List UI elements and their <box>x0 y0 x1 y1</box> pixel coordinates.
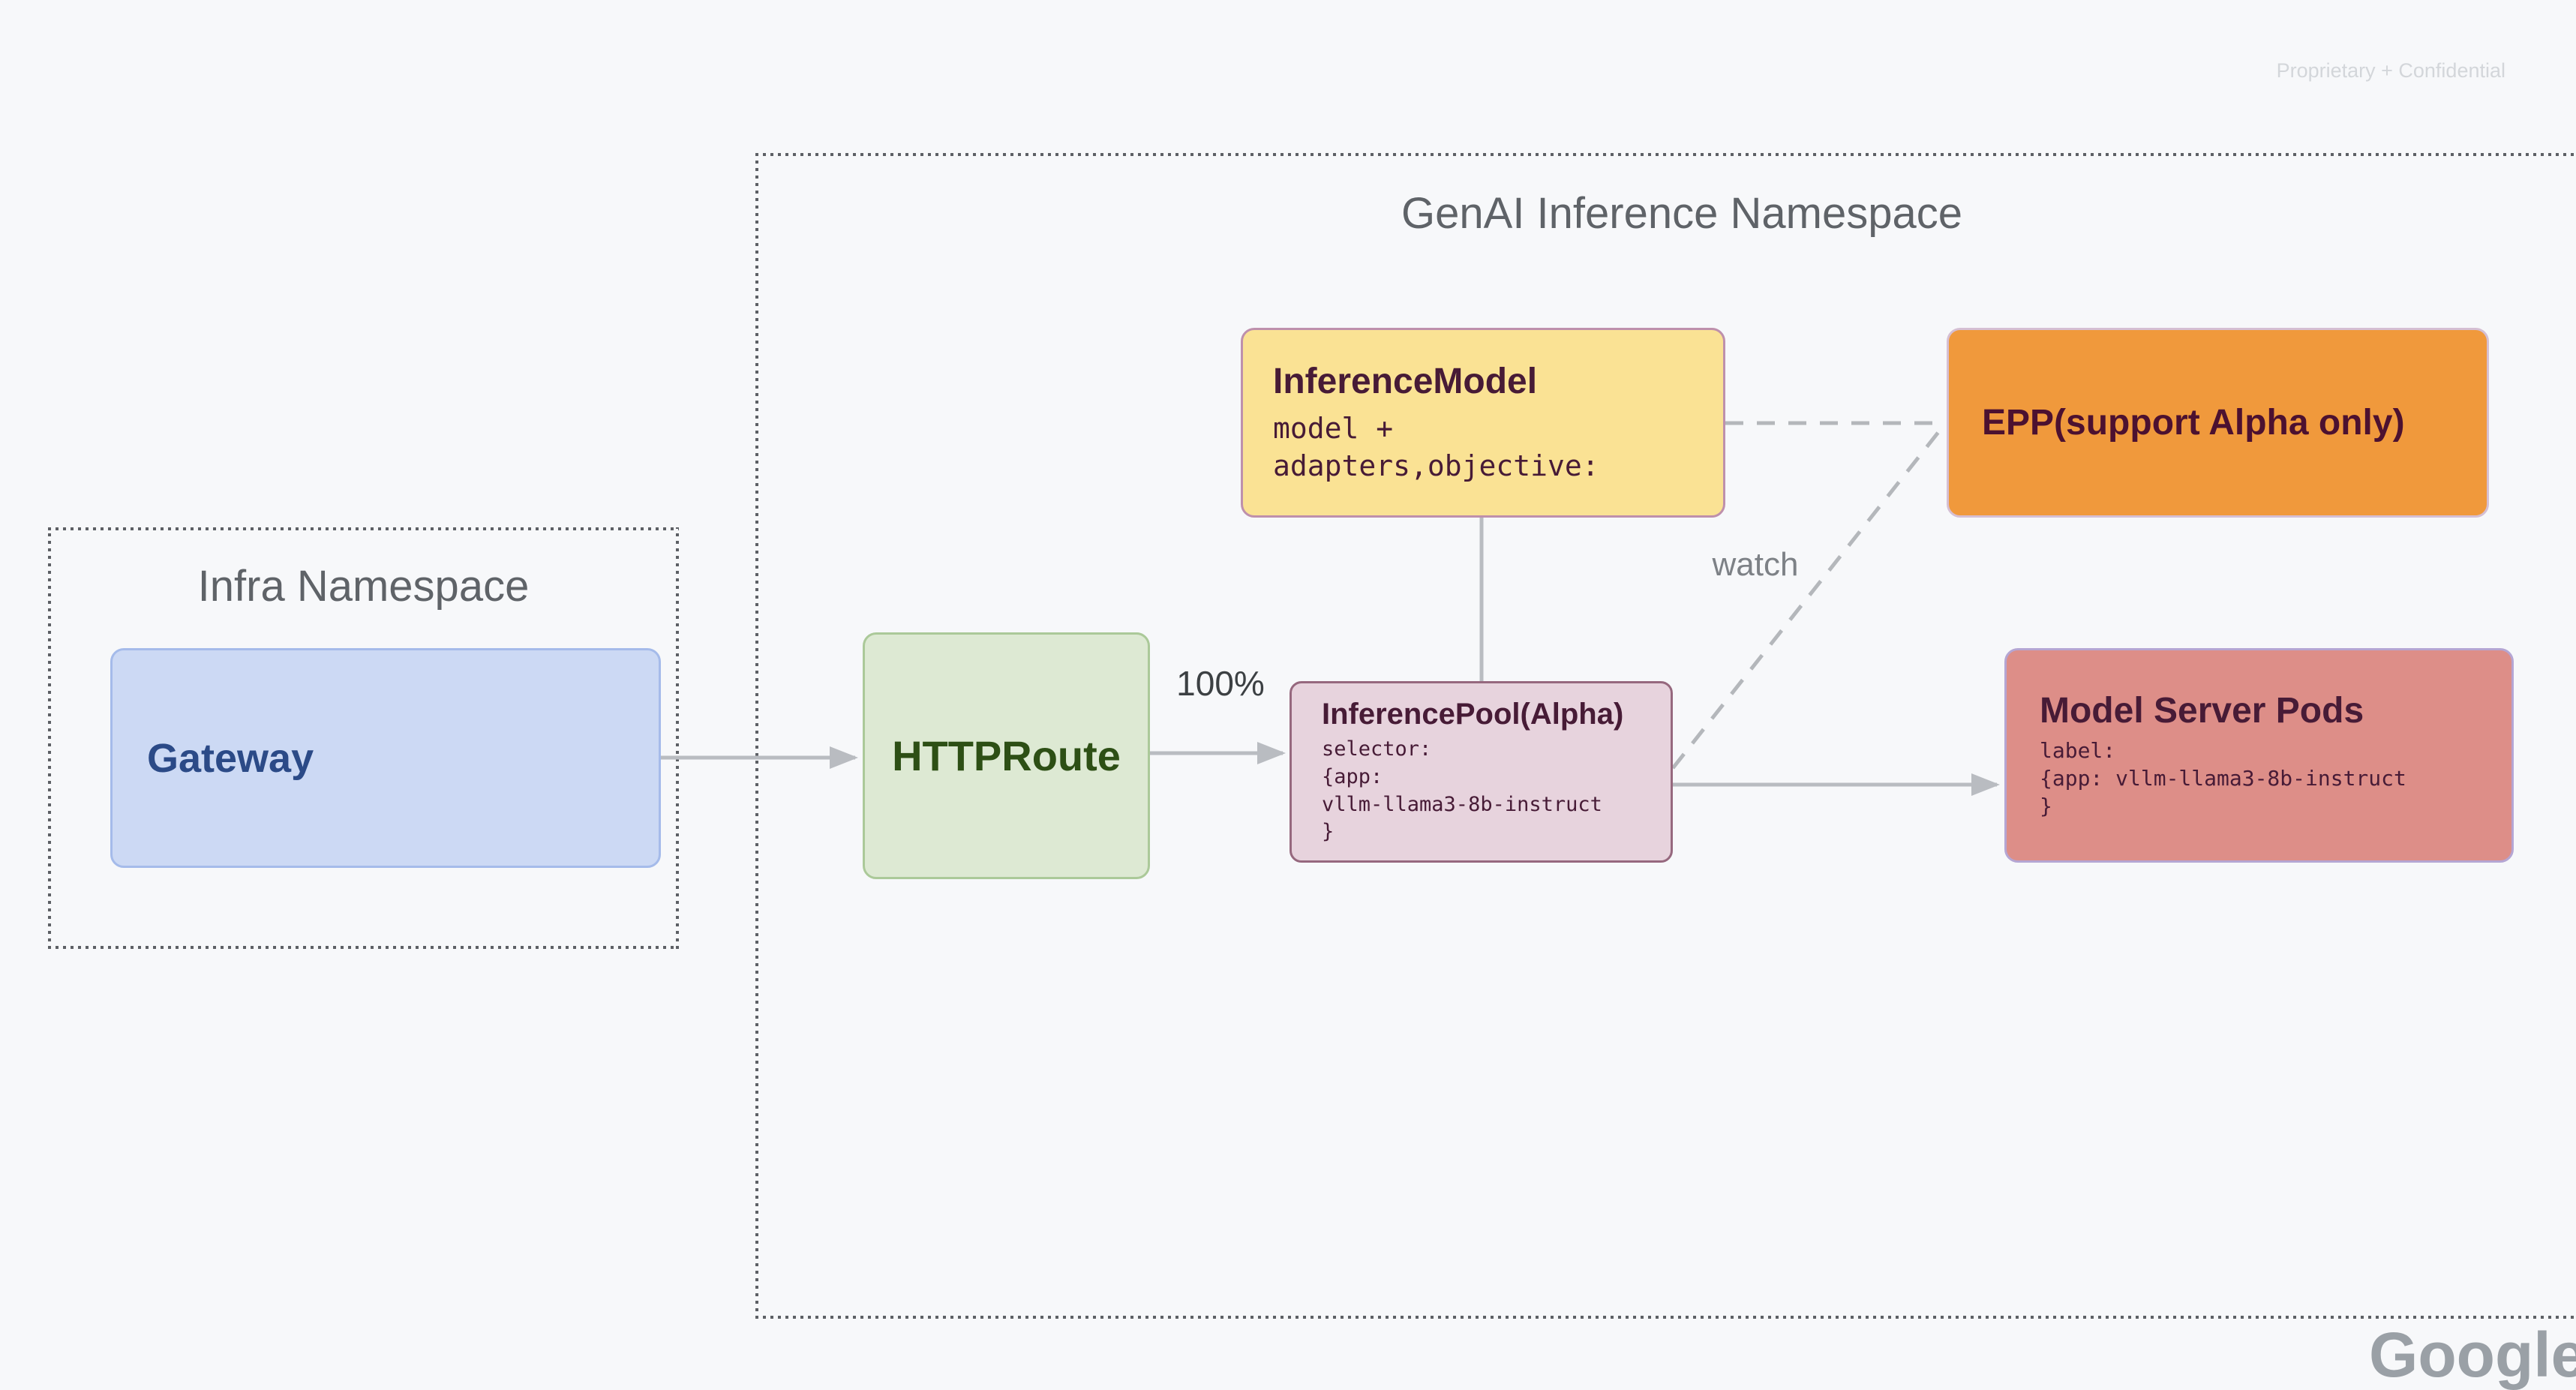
google-logo-partial: Google <box>2369 1319 2576 1390</box>
inference-pool-selector: selector: {app: vllm-llama3-8b-instruct … <box>1322 737 1602 844</box>
infra-namespace-title: Infra Namespace <box>197 562 530 611</box>
inference-pool-node: InferencePool(Alpha) selector: {app: vll… <box>1290 681 1673 863</box>
slide-canvas: { "page": { "watermark": "Proprietary + … <box>48 59 2576 1386</box>
httproute-label: HTTPRoute <box>892 732 1121 779</box>
model-server-pods-label-spec: label: {app: vllm-llama3-8b-instruct } <box>2040 738 2406 818</box>
watch-label: watch <box>1712 546 1799 583</box>
model-server-pods-node: Model Server Pods label: {app: vllm-llam… <box>2004 648 2514 863</box>
epp-title: EPP(support Alpha only) <box>1982 403 2405 443</box>
inference-model-spec: model + adapters,objective: <box>1273 411 1599 482</box>
traffic-weight-label: 100% <box>1176 664 1265 703</box>
genai-namespace-title: GenAI Inference Namespace <box>1401 189 1962 238</box>
inference-model-node: InferenceModel model + adapters,objectiv… <box>1241 328 1725 518</box>
confidential-watermark: Proprietary + Confidential <box>2276 59 2505 82</box>
epp-node: EPP(support Alpha only) <box>1947 328 2489 518</box>
httproute-node: HTTPRoute <box>863 632 1150 879</box>
inference-pool-title: InferencePool(Alpha) <box>1322 697 1624 731</box>
gateway-label: Gateway <box>147 735 314 781</box>
gateway-node: Gateway <box>110 648 661 868</box>
inference-model-title: InferenceModel <box>1273 361 1538 401</box>
model-server-pods-title: Model Server Pods <box>2040 691 2364 731</box>
